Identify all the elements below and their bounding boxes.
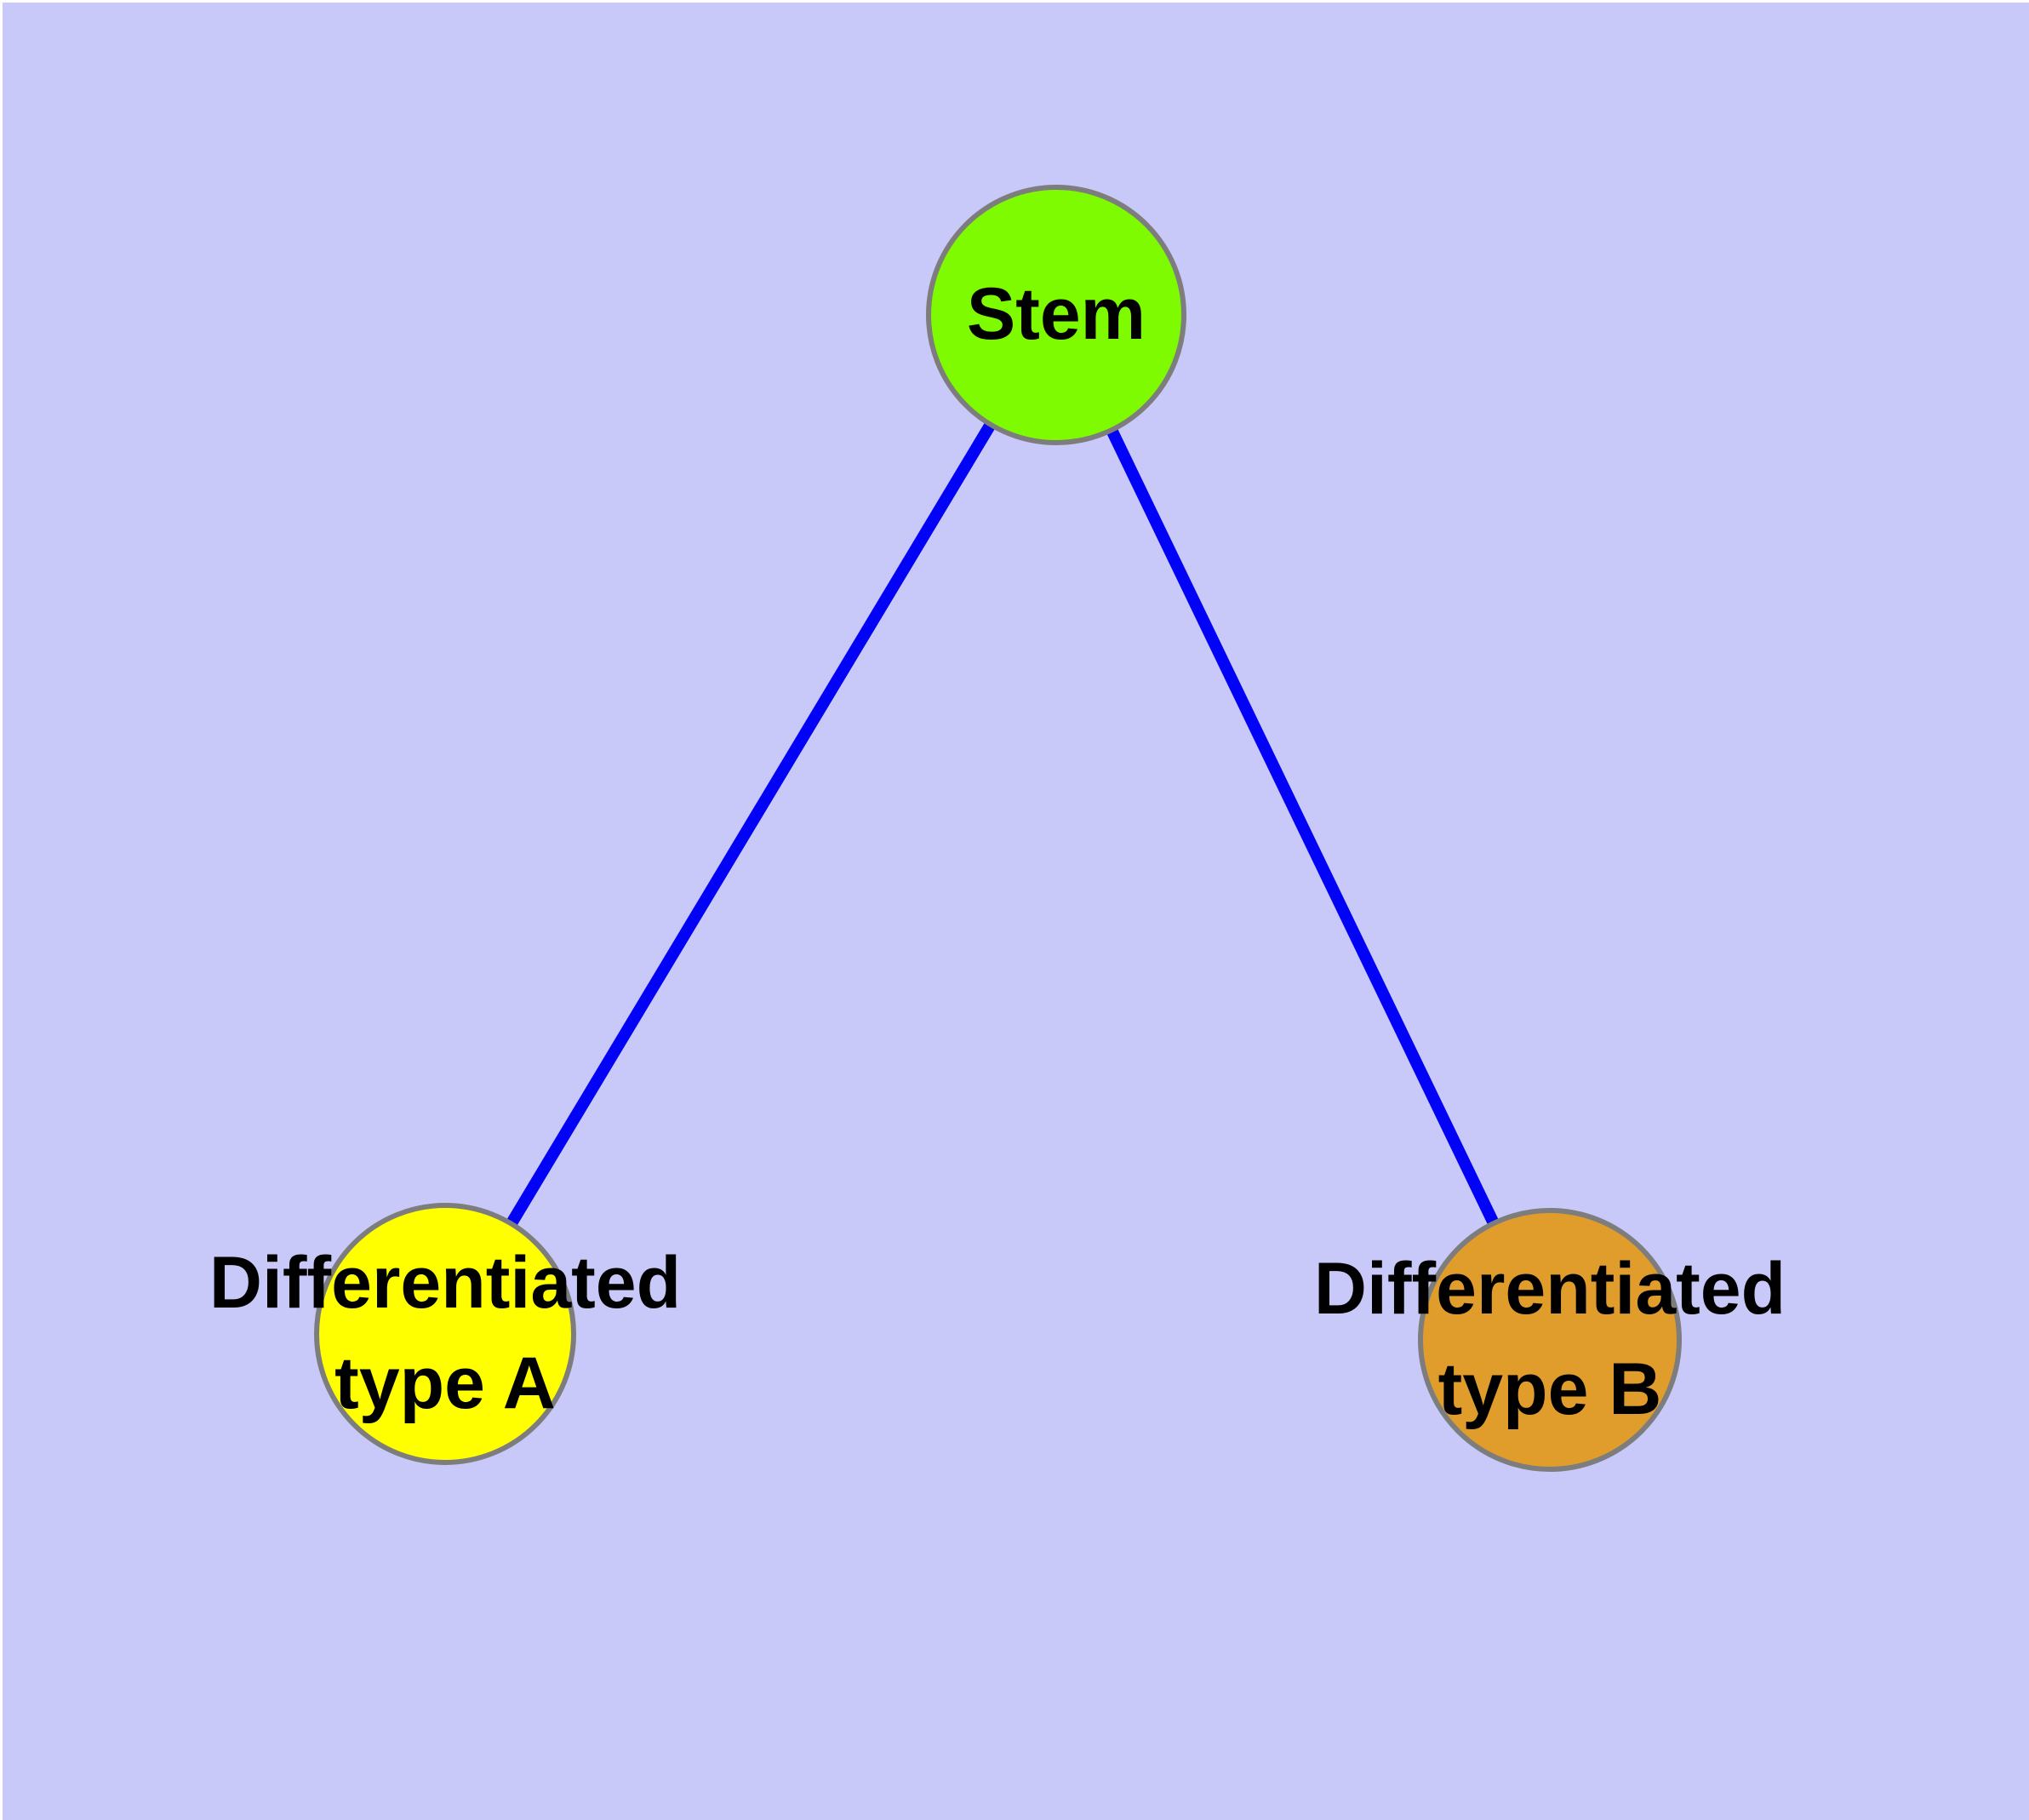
- diagram-canvas: Stem Differentiated type A Differentiate…: [3, 3, 2029, 1820]
- node-label-type-a: Differentiated type A: [209, 1233, 681, 1434]
- node-label-stem: Stem: [967, 265, 1146, 365]
- node-label-type-a-line2: type A: [334, 1342, 556, 1424]
- node-label-type-a-line1: Differentiated: [209, 1242, 682, 1325]
- node-type-b-circle: [1418, 1208, 1682, 1472]
- node-stem-circle: [926, 185, 1186, 445]
- edge-stem-to-type-b: [1050, 312, 1556, 1343]
- node-label-type-b-line1: Differentiated: [1313, 1248, 1786, 1331]
- node-label-stem-line1: Stem: [966, 273, 1146, 356]
- node-label-type-b-line2: type B: [1437, 1348, 1662, 1430]
- node-label-type-b: Differentiated type B: [1314, 1239, 1786, 1440]
- graph-svg: [314, 185, 1682, 1472]
- edge-stem-to-type-a: [439, 312, 1062, 1337]
- node-type-a-circle: [314, 1203, 576, 1465]
